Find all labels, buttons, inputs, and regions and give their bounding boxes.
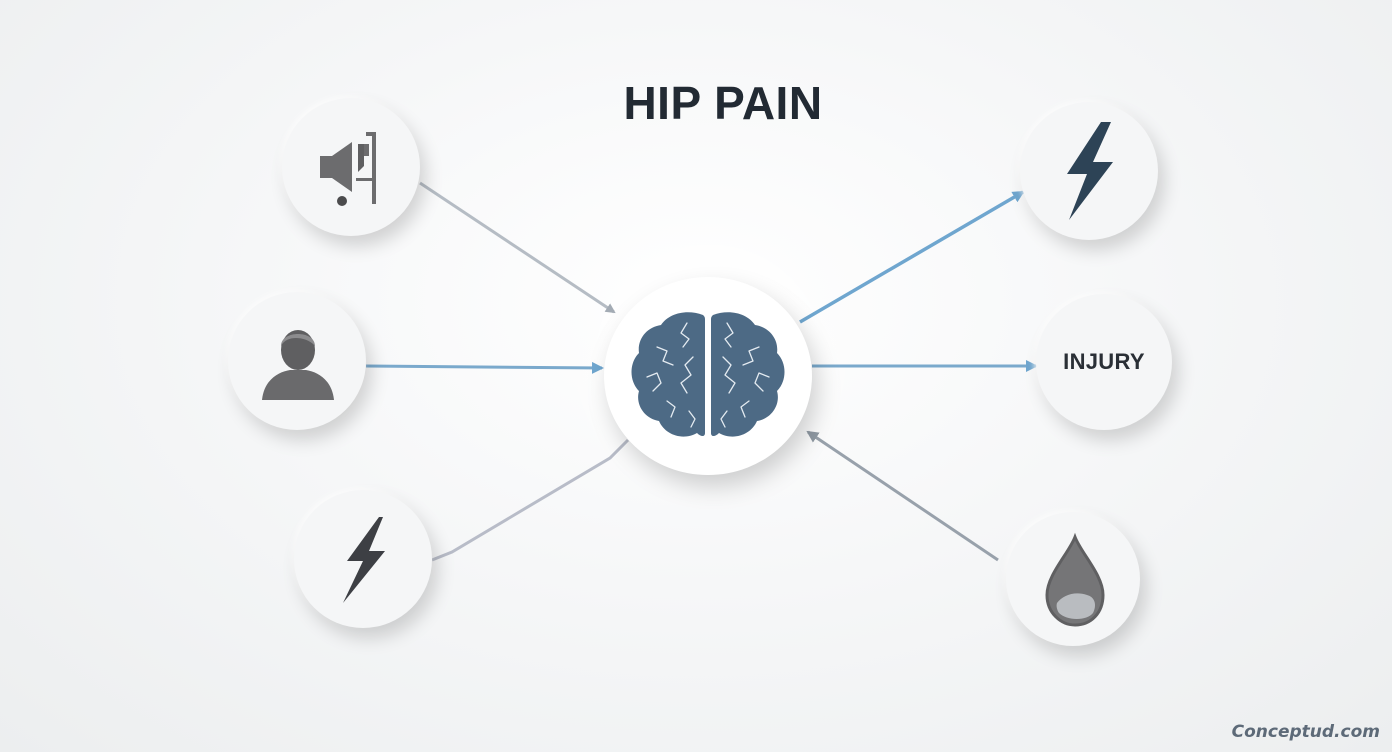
connector-center-to-top-right	[799, 190, 1025, 324]
connector-middle-left-to-center	[365, 361, 604, 374]
node-bottom-right	[1006, 512, 1140, 646]
lightning-bolt-icon	[1067, 122, 1113, 220]
water-drop-icon	[1045, 532, 1105, 627]
megaphone-connector-icon	[320, 132, 376, 206]
node-center	[604, 277, 812, 475]
node-bottom-left	[294, 490, 432, 628]
connector-bottom-left-to-center	[431, 438, 630, 562]
connector-bottom-right-to-center	[806, 430, 999, 562]
page-title: HIP PAIN	[623, 77, 823, 129]
connector-top-left-to-center	[419, 181, 616, 314]
node-top-left	[282, 98, 420, 236]
brain-icon	[631, 312, 785, 437]
watermark: Conceptud.com	[1231, 722, 1380, 742]
node-top-right	[1020, 102, 1158, 240]
person-icon	[262, 330, 334, 400]
node-middle-left	[228, 292, 366, 430]
injury-label: INJURY	[1063, 349, 1145, 374]
node-middle-right: INJURY	[1036, 294, 1172, 430]
lightning-bolt-icon	[343, 517, 385, 603]
